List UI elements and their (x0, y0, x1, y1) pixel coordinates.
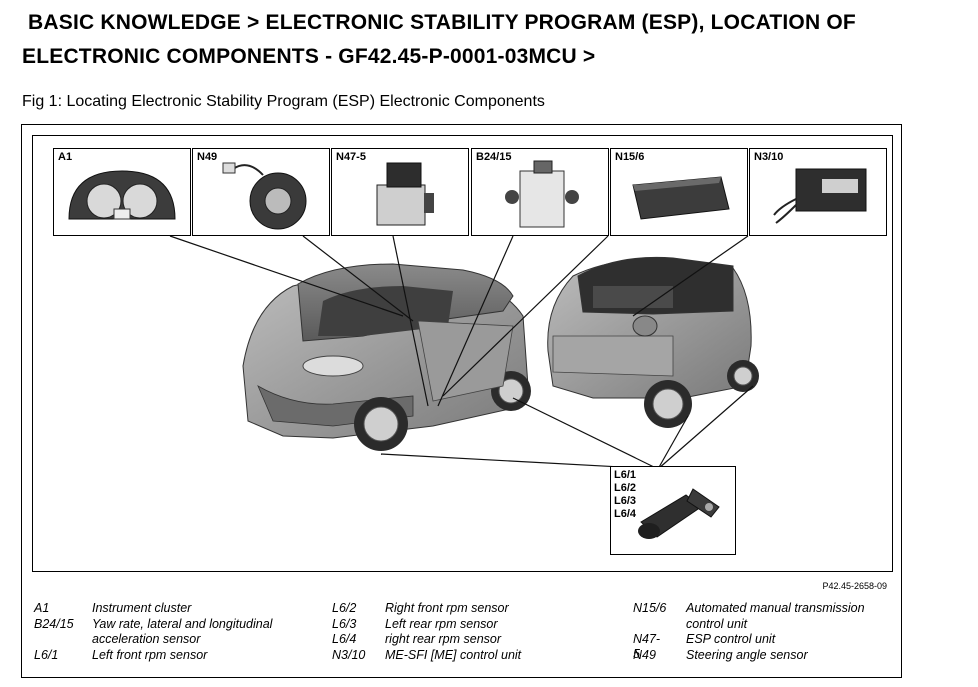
sensor-label: L6/2 (614, 482, 637, 494)
component-label: A1 (58, 151, 73, 163)
legend-code: L6/2 (332, 601, 357, 615)
legend-code: L6/3 (332, 617, 357, 631)
legend-code: N49 (633, 648, 656, 662)
sensor-labels: L6/1 L6/2 L6/3 L6/4 (614, 469, 636, 521)
legend-description: Right front rpm sensor (385, 601, 509, 615)
component-label: B24/15 (476, 151, 512, 163)
legend-description: control unit (686, 617, 748, 631)
legend-code: B24/15 (34, 617, 74, 631)
component-box-b24-15: B24/15 (471, 148, 609, 236)
component-label: N3/10 (754, 151, 784, 163)
car-illustration (169, 235, 759, 470)
component-box-n49: N49 (192, 148, 330, 236)
transmission-control-unit-icon (632, 176, 730, 220)
figure-caption: Fig 1: Locating Electronic Stability Pro… (22, 93, 545, 110)
rear-car-drawing (547, 256, 759, 428)
component-box-a1: A1 (53, 148, 191, 236)
legend-description: Yaw rate, lateral and longitudinal (92, 617, 273, 631)
heading-line-1[interactable]: BASIC KNOWLEDGE > ELECTRONIC STABILITY P… (28, 11, 856, 34)
legend-code: A1 (34, 601, 50, 615)
yaw-rate-sensor-icon (505, 160, 579, 228)
figure-illustration-area: A1 N49 N47-5 (32, 135, 893, 572)
sensor-label: L6/1 (614, 469, 637, 481)
instrument-cluster-icon (68, 170, 176, 220)
component-label: N47-5 (336, 151, 366, 163)
leader-lines (169, 235, 754, 470)
component-label: N49 (197, 151, 218, 163)
figure-frame: A1 N49 N47-5 (21, 124, 902, 678)
sensor-label: L6/4 (614, 508, 637, 520)
legend-code: N47-5 (633, 632, 661, 661)
legend-description: Left front rpm sensor (92, 648, 208, 662)
steering-angle-sensor-icon (222, 162, 307, 230)
figure-reference: P42.45-2658-09 (822, 581, 887, 591)
legend-description: right rear rpm sensor (385, 632, 502, 646)
legend-description: ESP control unit (686, 632, 776, 646)
legend-description: Left rear rpm sensor (385, 617, 498, 631)
legend-description: Steering angle sensor (686, 648, 808, 662)
page-heading: BASIC KNOWLEDGE > ELECTRONIC STABILITY P… (22, 6, 922, 74)
engine-control-unit-icon (773, 168, 867, 224)
legend-code: N15/6 (633, 601, 667, 615)
sensor-label: L6/3 (614, 495, 637, 507)
legend-code: L6/4 (332, 632, 357, 646)
legend-code: N3/10 (332, 648, 366, 662)
heading-line-2[interactable]: ELECTRONIC COMPONENTS - GF42.45-P-0001-0… (22, 45, 596, 68)
legend-description: acceleration sensor (92, 632, 201, 646)
legend-description: Instrument cluster (92, 601, 192, 615)
legend-description: ME-SFI [ME] control unit (385, 648, 522, 662)
rpm-sensor-icon (638, 488, 720, 539)
component-box-l6-sensors: L6/1 L6/2 L6/3 L6/4 (610, 466, 736, 555)
legend-code: L6/1 (34, 648, 59, 662)
legend-description: Automated manual transmission (686, 601, 865, 615)
component-box-n3-10: N3/10 (749, 148, 887, 236)
component-box-n47-5: N47-5 (331, 148, 469, 236)
esp-control-unit-icon (376, 162, 434, 226)
component-label: N15/6 (615, 151, 645, 163)
component-box-n15-6: N15/6 (610, 148, 748, 236)
